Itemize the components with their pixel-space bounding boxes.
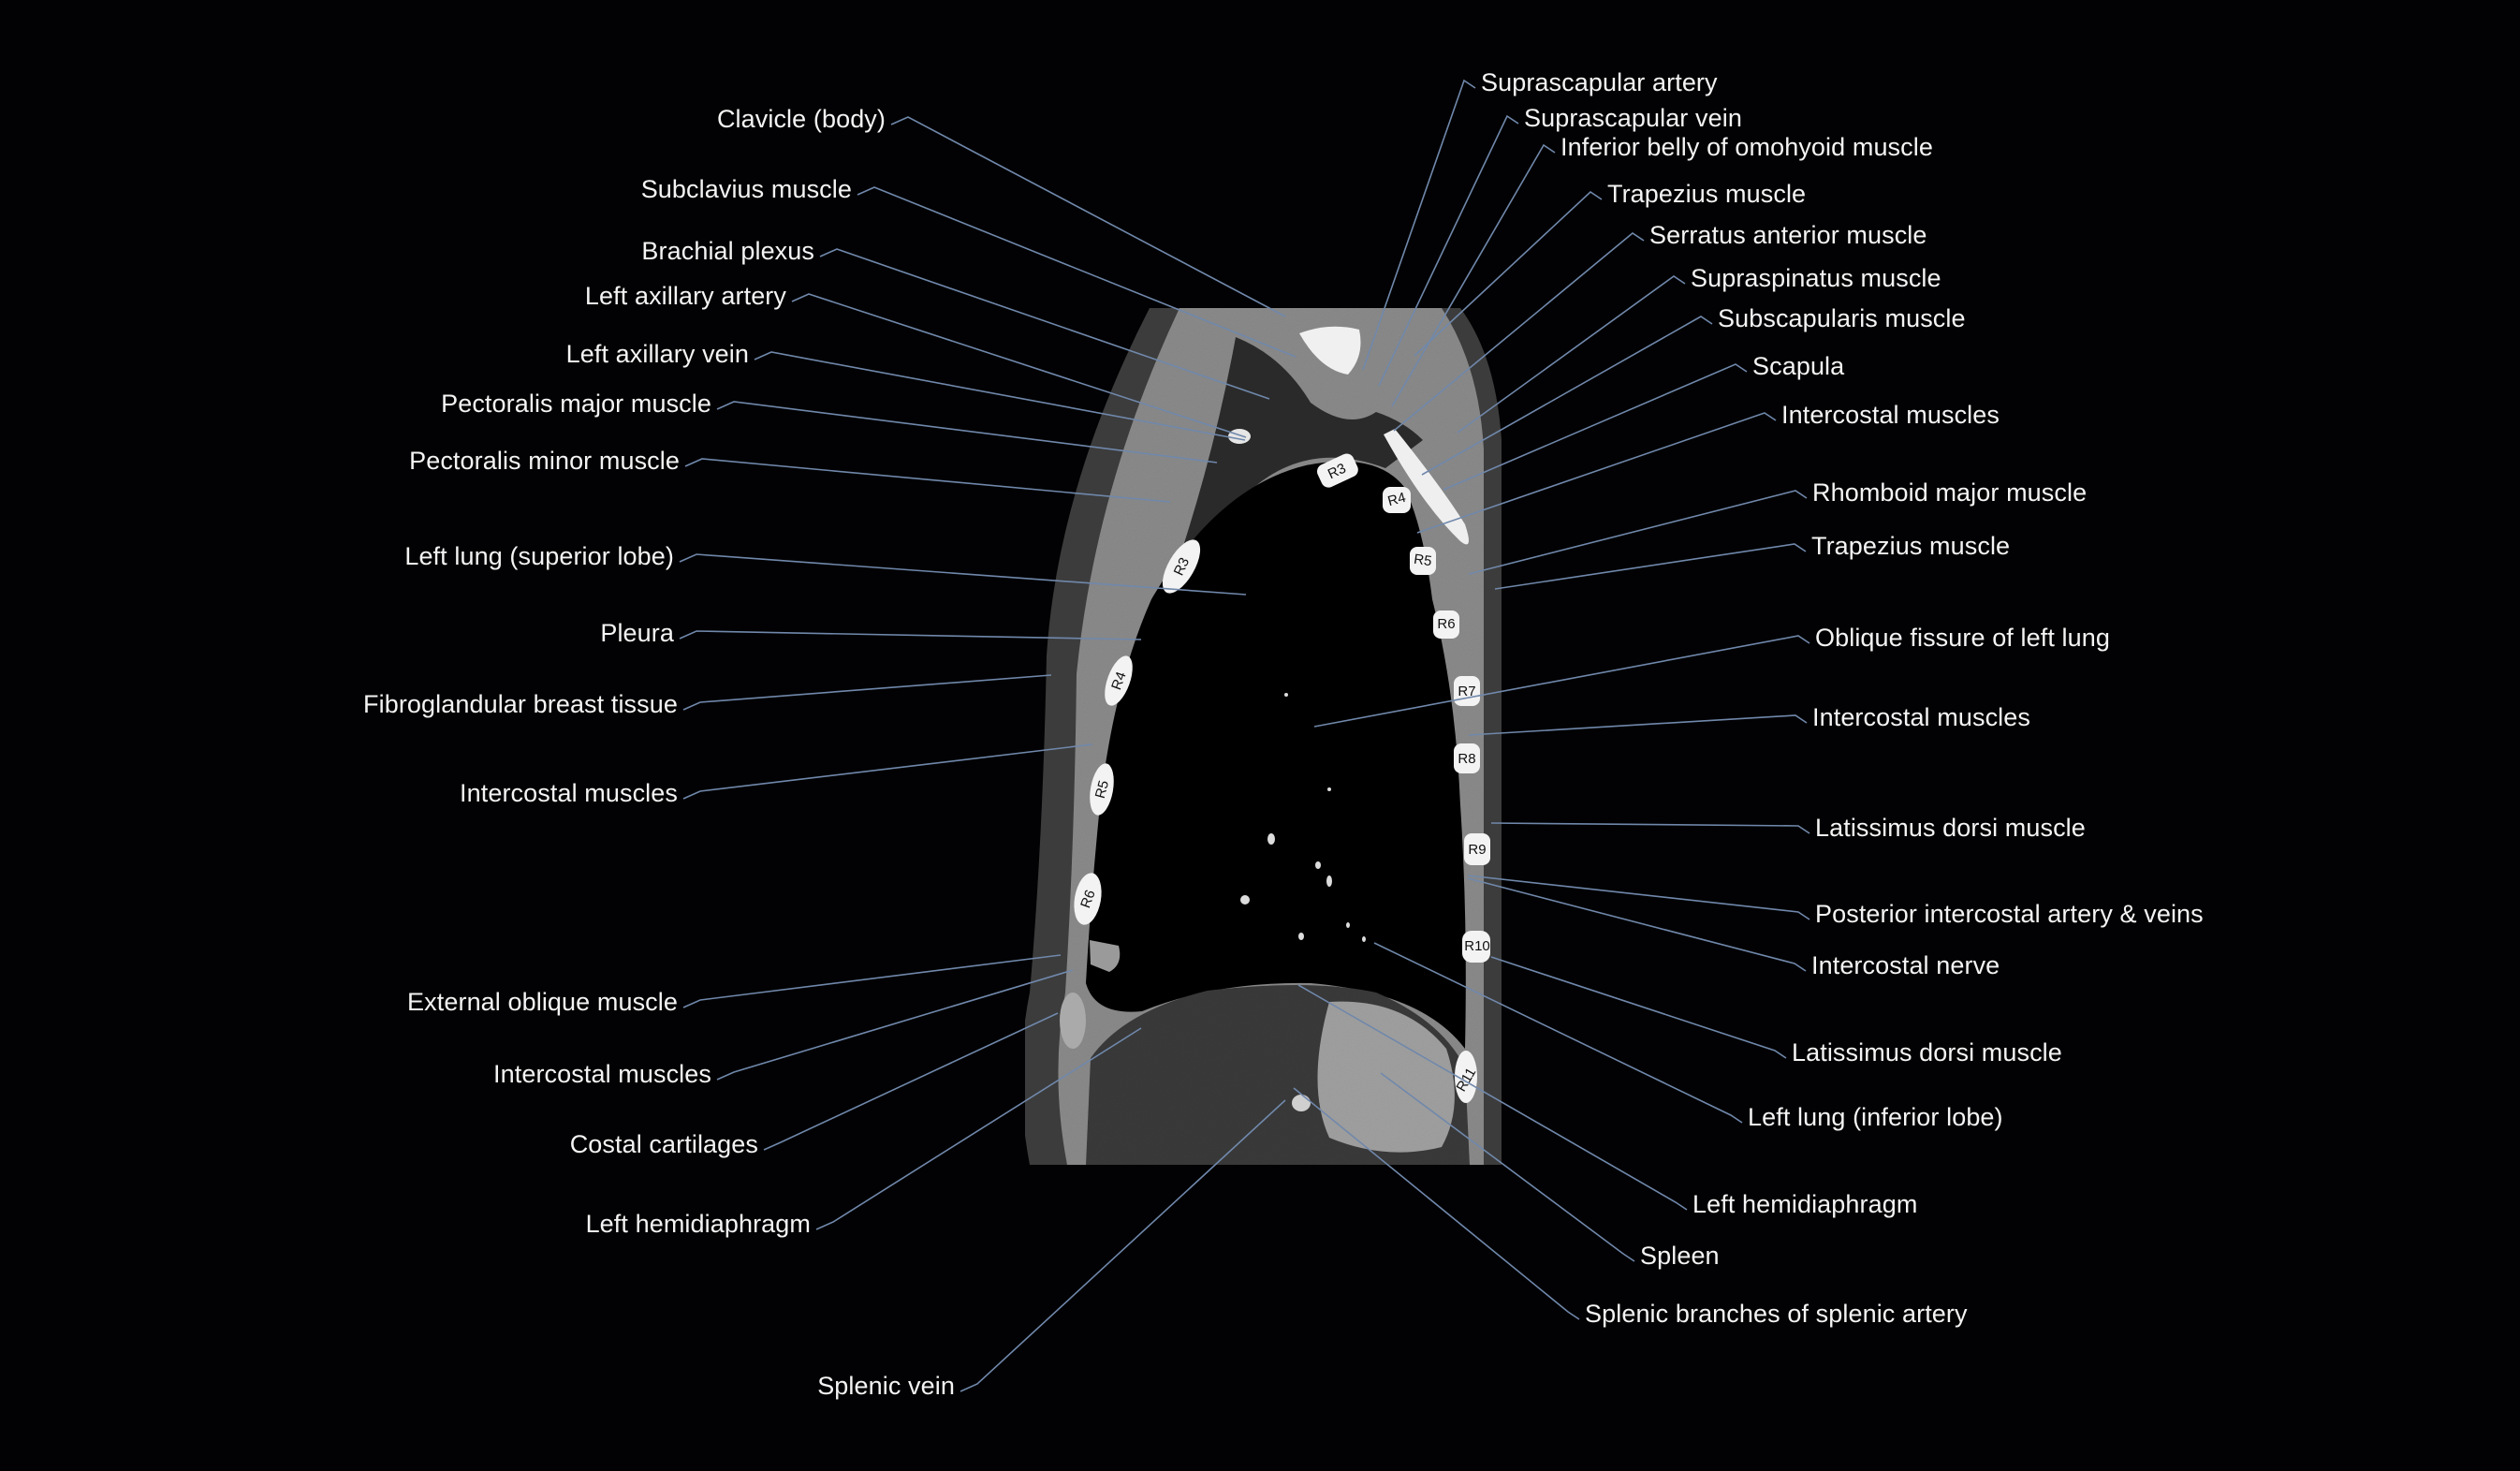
costal-cartilage (1060, 993, 1086, 1049)
label-intercostal-nerve: Intercostal nerve (1811, 951, 2000, 979)
label-left-lung-inferior-lobe: Left lung (inferior lobe) (1748, 1103, 2003, 1131)
rib-marker-r4: R4 (1386, 490, 1408, 509)
label-rhomboid-major-muscle: Rhomboid major muscle (1812, 478, 2088, 507)
label-intercostal-muscles: Intercostal muscles (460, 779, 678, 807)
label-pleura: Pleura (600, 619, 674, 647)
label-oblique-fissure-of-left-lung: Oblique fissure of left lung (1815, 624, 2110, 652)
label-left-axillary-vein: Left axillary vein (565, 340, 749, 368)
rib-marker-r5: R5 (1092, 779, 1112, 801)
label-brachial-plexus: Brachial plexus (641, 237, 814, 265)
label-clavicle-body: Clavicle (body) (716, 105, 886, 133)
rib-marker-r6: R6 (1077, 888, 1099, 910)
label-serratus-anterior-muscle: Serratus anterior muscle (1649, 221, 1927, 249)
label-left-hemidiaphragm: Left hemidiaphragm (585, 1210, 811, 1238)
label-external-oblique-muscle: External oblique muscle (407, 988, 678, 1016)
label-intercostal-muscles: Intercostal muscles (1812, 703, 2030, 731)
label-pectoralis-major-muscle: Pectoralis major muscle (441, 390, 711, 418)
splenic-vessel (1292, 1095, 1311, 1111)
label-intercostal-muscles: Intercostal muscles (1781, 401, 2000, 429)
label-intercostal-muscles: Intercostal muscles (493, 1060, 711, 1088)
rib-marker-r3: R3 (1326, 461, 1349, 483)
label-costal-cartilages: Costal cartilages (569, 1130, 758, 1158)
label-trapezius-muscle: Trapezius muscle (1607, 180, 1807, 208)
label-splenic-branches-of-splenic-artery: Splenic branches of splenic artery (1585, 1300, 1968, 1328)
pulmonary-vessels (1240, 693, 1366, 942)
rib-marker-r4: R4 (1108, 669, 1130, 692)
label-pectoralis-minor-muscle: Pectoralis minor muscle (409, 447, 680, 475)
label-trapezius-muscle: Trapezius muscle (1811, 532, 2011, 560)
label-inferior-belly-of-omohyoid-muscle: Inferior belly of omohyoid muscle (1560, 133, 1933, 161)
rib-marker-r8: R8 (1458, 751, 1475, 767)
rib-marker-r9: R9 (1468, 842, 1486, 858)
label-splenic-vein: Splenic vein (817, 1372, 955, 1400)
label-supraspinatus-muscle: Supraspinatus muscle (1691, 264, 1941, 292)
clavicle (1299, 326, 1361, 375)
axillary-vessel (1228, 429, 1251, 444)
label-left-axillary-artery: Left axillary artery (584, 282, 786, 310)
label-latissimus-dorsi-muscle: Latissimus dorsi muscle (1815, 814, 2086, 842)
label-left-lung-superior-lobe: Left lung (superior lobe) (404, 542, 674, 570)
label-subclavius-muscle: Subclavius muscle (640, 175, 852, 203)
label-left-hemidiaphragm: Left hemidiaphragm (1692, 1190, 1918, 1218)
label-suprascapular-artery: Suprascapular artery (1481, 68, 1718, 96)
costal-cartilage-fragment (1090, 940, 1121, 972)
label-latissimus-dorsi-muscle: Latissimus dorsi muscle (1792, 1038, 2062, 1066)
rib-marker-r10: R10 (1464, 938, 1490, 954)
rib-marker-r7: R7 (1458, 684, 1475, 699)
label-suprascapular-vein: Suprascapular vein (1524, 104, 1742, 132)
label-scapula: Scapula (1752, 352, 1845, 380)
label-subscapularis-muscle: Subscapularis muscle (1718, 304, 1966, 332)
rib-marker-r6: R6 (1437, 616, 1455, 632)
label-posterior-intercostal-artery-veins: Posterior intercostal artery & veins (1815, 900, 2204, 928)
label-spleen: Spleen (1640, 1242, 1720, 1270)
left-lung (1086, 461, 1466, 1049)
rib-marker-r5: R5 (1413, 552, 1432, 570)
label-fibroglandular-breast-tissue: Fibroglandular breast tissue (363, 690, 678, 718)
